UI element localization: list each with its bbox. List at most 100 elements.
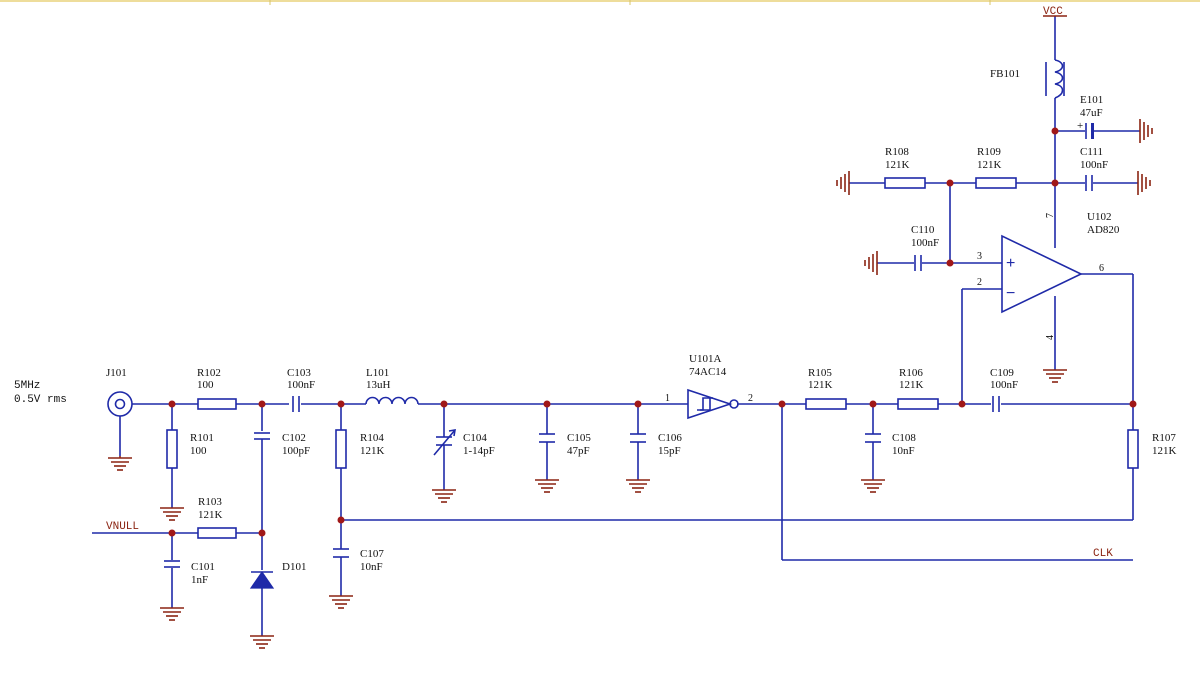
capacitor-c107[interactable]: C107 10nF (333, 548, 384, 573)
junction-dot (1051, 127, 1059, 135)
c105-ref: C105 (567, 432, 591, 444)
junction-dot (337, 516, 345, 524)
capacitor-c109[interactable]: C109 100nF (990, 367, 1018, 412)
resistor-r104[interactable]: R104 121K (335, 429, 385, 469)
r108-value: 121K (885, 159, 910, 171)
ground-symbol (250, 635, 274, 649)
junction-dot (543, 400, 551, 408)
junction-dot (258, 529, 266, 537)
u102-pin-vneg: 4 (1045, 335, 1056, 340)
ground-symbol (626, 479, 650, 493)
resistor-r107[interactable]: R107 121K (1127, 429, 1177, 469)
inverter-u101a[interactable]: U101A 74AC14 1 2 (665, 353, 753, 420)
capacitor-c108[interactable]: C108 10nF (865, 432, 916, 457)
u102-value: AD820 (1087, 224, 1120, 236)
ground-symbol (432, 489, 456, 503)
source-frequency: 5MHz (14, 380, 40, 392)
c108-ref: C108 (892, 432, 916, 444)
capacitor-c104[interactable]: C104 1-14pF (433, 429, 495, 457)
wires (92, 16, 1140, 636)
e101-ref: E101 (1080, 94, 1103, 106)
r102-ref: R102 (197, 367, 221, 379)
r101-value: 100 (190, 445, 207, 457)
c106-value: 15pF (658, 445, 681, 457)
c104-value: 1-14pF (463, 445, 495, 457)
c105-value: 47pF (567, 445, 590, 457)
r102-value: 100 (197, 379, 214, 391)
c109-value: 100nF (990, 379, 1018, 391)
ground-symbol (535, 479, 559, 493)
junction-dot (1051, 179, 1059, 187)
resistor-r106[interactable]: R106 121K (897, 367, 939, 410)
ferrite-bead-fb101[interactable]: FB101 (990, 59, 1065, 99)
r106-ref: R106 (899, 367, 923, 379)
c108-value: 10nF (892, 445, 915, 457)
junction-dot (778, 400, 786, 408)
e101-plus-sign: + (1077, 120, 1083, 132)
capacitor-c102[interactable]: C102 100pF (254, 432, 310, 457)
fb101-ref: FB101 (990, 68, 1020, 80)
source-level: 0.5V rms (14, 394, 67, 406)
sheet-border (0, 0, 1200, 5)
u102-pin-out: 6 (1099, 263, 1104, 274)
resistor-r102[interactable]: R102 100 (197, 367, 237, 410)
e101-value: 47uF (1080, 107, 1103, 119)
junction-dot (946, 259, 954, 267)
c102-value: 100pF (282, 445, 310, 457)
junction-dot (946, 179, 954, 187)
connector-j101[interactable]: J101 (106, 367, 133, 417)
u102-ref: U102 (1087, 211, 1111, 223)
capacitor-c101[interactable]: C101 1nF (164, 560, 215, 586)
c110-ref: C110 (911, 224, 935, 236)
capacitor-e101[interactable]: + E101 47uF (1077, 94, 1103, 139)
d101-ref: D101 (282, 561, 306, 573)
ground-symbol (861, 479, 885, 493)
u102-pin-plus: 3 (977, 251, 982, 262)
ground-symbol (160, 507, 184, 521)
ground-symbol (836, 171, 850, 195)
resistor-r101[interactable]: R101 100 (166, 429, 214, 469)
opamp-u102[interactable]: + − U102 AD820 3 2 6 7 4 (977, 211, 1120, 340)
resistor-r109[interactable]: R109 121K (975, 146, 1017, 189)
junctions (168, 127, 1137, 537)
r108-ref: R108 (885, 146, 909, 158)
junction-dot (168, 529, 176, 537)
junction-dot (168, 400, 176, 408)
r105-value: 121K (808, 379, 833, 391)
junction-dot (1129, 400, 1137, 408)
u102-pin-vpos: 7 (1045, 213, 1056, 218)
u101a-pin-in: 1 (665, 393, 670, 404)
resistor-r103[interactable]: R103 121K (197, 496, 237, 539)
u101a-ref: U101A (689, 353, 721, 365)
c104-ref: C104 (463, 432, 487, 444)
r103-ref: R103 (198, 496, 222, 508)
c101-ref: C101 (191, 561, 215, 573)
net-label-vnull: VNULL (106, 521, 139, 533)
capacitor-c103[interactable]: C103 100nF (287, 367, 315, 412)
junction-dot (958, 400, 966, 408)
c106-ref: C106 (658, 432, 682, 444)
diode-d101[interactable]: D101 (249, 561, 306, 589)
ground-symbol (1043, 369, 1067, 383)
ground-symbol (108, 456, 132, 471)
resistor-r105[interactable]: R105 121K (805, 367, 847, 410)
net-label-clk: CLK (1093, 548, 1113, 560)
capacitor-c111[interactable]: C111 100nF (1080, 146, 1108, 191)
j101-ref: J101 (106, 367, 127, 379)
ground-symbol (160, 607, 184, 621)
capacitor-c110[interactable]: C110 100nF (911, 224, 939, 271)
capacitor-c105[interactable]: C105 47pF (539, 432, 591, 457)
inductor-l101[interactable]: L101 13uH (365, 367, 419, 405)
r101-ref: R101 (190, 432, 214, 444)
c109-ref: C109 (990, 367, 1014, 379)
r107-ref: R107 (1152, 432, 1176, 444)
c111-value: 100nF (1080, 159, 1108, 171)
c107-ref: C107 (360, 548, 384, 560)
r103-value: 121K (198, 509, 223, 521)
junction-dot (258, 400, 266, 408)
c102-ref: C102 (282, 432, 306, 444)
ground-symbol (864, 251, 878, 275)
capacitor-c106[interactable]: C106 15pF (630, 432, 682, 457)
resistor-r108[interactable]: R108 121K (884, 146, 926, 189)
